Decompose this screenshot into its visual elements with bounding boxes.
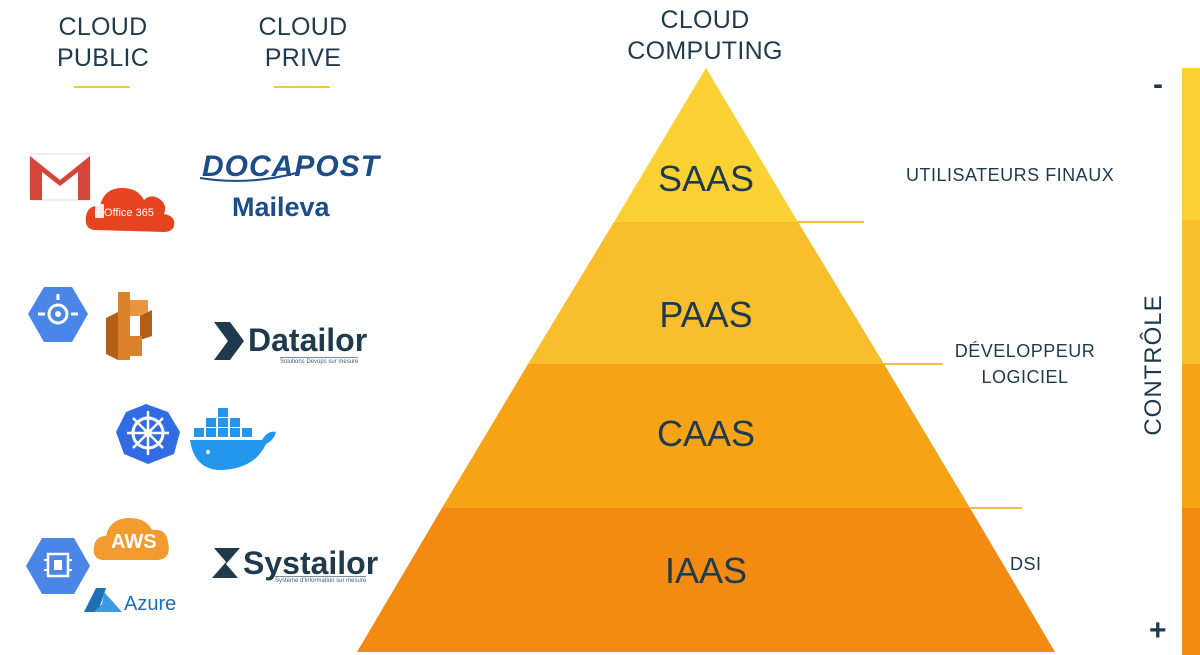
systailor-mark-icon	[212, 548, 240, 578]
google-compute-engine-icon	[26, 538, 90, 594]
docker-icon	[190, 408, 276, 470]
role-developpeur-line1: DÉVELOPPEUR	[954, 341, 1096, 361]
header-cloud-computing: CLOUD COMPUTING	[605, 5, 805, 67]
pyramid-level-saas	[614, 68, 798, 222]
control-plus-sign: +	[1149, 614, 1167, 647]
pyramid-level-paas	[528, 222, 884, 364]
office365-logo-text: Office 365	[104, 207, 154, 219]
docapost-logo: DOCAPOST	[202, 150, 381, 183]
control-minus-sign: -	[1153, 68, 1163, 101]
header-cloud-prive-line2: PRIVE	[264, 44, 342, 72]
control-bar-segment-4	[1182, 508, 1200, 655]
office365-icon	[85, 188, 175, 232]
header-cloud-prive-rule	[274, 86, 330, 88]
pyramid-label-saas: SAAS	[658, 158, 754, 199]
aws-lambda-icon	[106, 292, 152, 360]
docapost-swoosh-icon	[199, 171, 301, 182]
header-cloud-public-rule	[74, 86, 130, 88]
datailor-mark-icon	[214, 322, 244, 360]
datailor-tagline: Solutions Devops sur mesure	[280, 357, 359, 365]
systailor-tagline: Système d'Information sur mesure	[275, 576, 367, 584]
header-cloud-public: CLOUD PUBLIC	[40, 12, 166, 74]
role-developpeur-logiciel: DÉVELOPPEUR LOGICIEL	[944, 338, 1106, 390]
control-axis-label: CONTRÔLE	[1140, 294, 1167, 436]
google-cloud-endpoints-icon	[28, 287, 88, 342]
azure-icon	[84, 588, 122, 612]
role-utilisateurs-finaux: UTILISATEURS FINAUX	[906, 165, 1115, 185]
azure-logo-text: Azure	[124, 593, 177, 615]
control-bar-segment-2	[1182, 220, 1200, 364]
pyramid-level-caas	[442, 364, 970, 508]
aws-logo-text: AWS	[111, 531, 157, 553]
header-cloud-public-line2: PUBLIC	[56, 44, 150, 72]
maileva-logo: Maileva	[232, 192, 330, 222]
control-bar-segment-1	[1182, 68, 1200, 220]
header-cloud-prive-line1: CLOUD	[258, 13, 348, 41]
aws-icon	[93, 518, 169, 560]
pyramid-level-iaas	[357, 508, 1055, 652]
role-dsi: DSI	[1010, 554, 1042, 574]
systailor-logo: Systailor	[243, 545, 379, 581]
control-bar-segment-3	[1182, 364, 1200, 508]
header-cloud-computing-line2: COMPUTING	[627, 37, 783, 65]
header-cloud-prive: CLOUD PRIVE	[240, 12, 366, 74]
role-developpeur-line2: LOGICIEL	[981, 367, 1069, 387]
header-cloud-public-line1: CLOUD	[58, 13, 148, 41]
pyramid-label-caas: CAAS	[657, 413, 755, 454]
datailor-logo: Datailor	[248, 322, 368, 358]
pyramid-label-iaas: IAAS	[665, 550, 747, 591]
pyramid-label-paas: PAAS	[659, 294, 752, 335]
gmail-icon	[29, 153, 91, 201]
header-cloud-computing-line1: CLOUD	[660, 6, 750, 34]
kubernetes-icon	[116, 404, 180, 464]
